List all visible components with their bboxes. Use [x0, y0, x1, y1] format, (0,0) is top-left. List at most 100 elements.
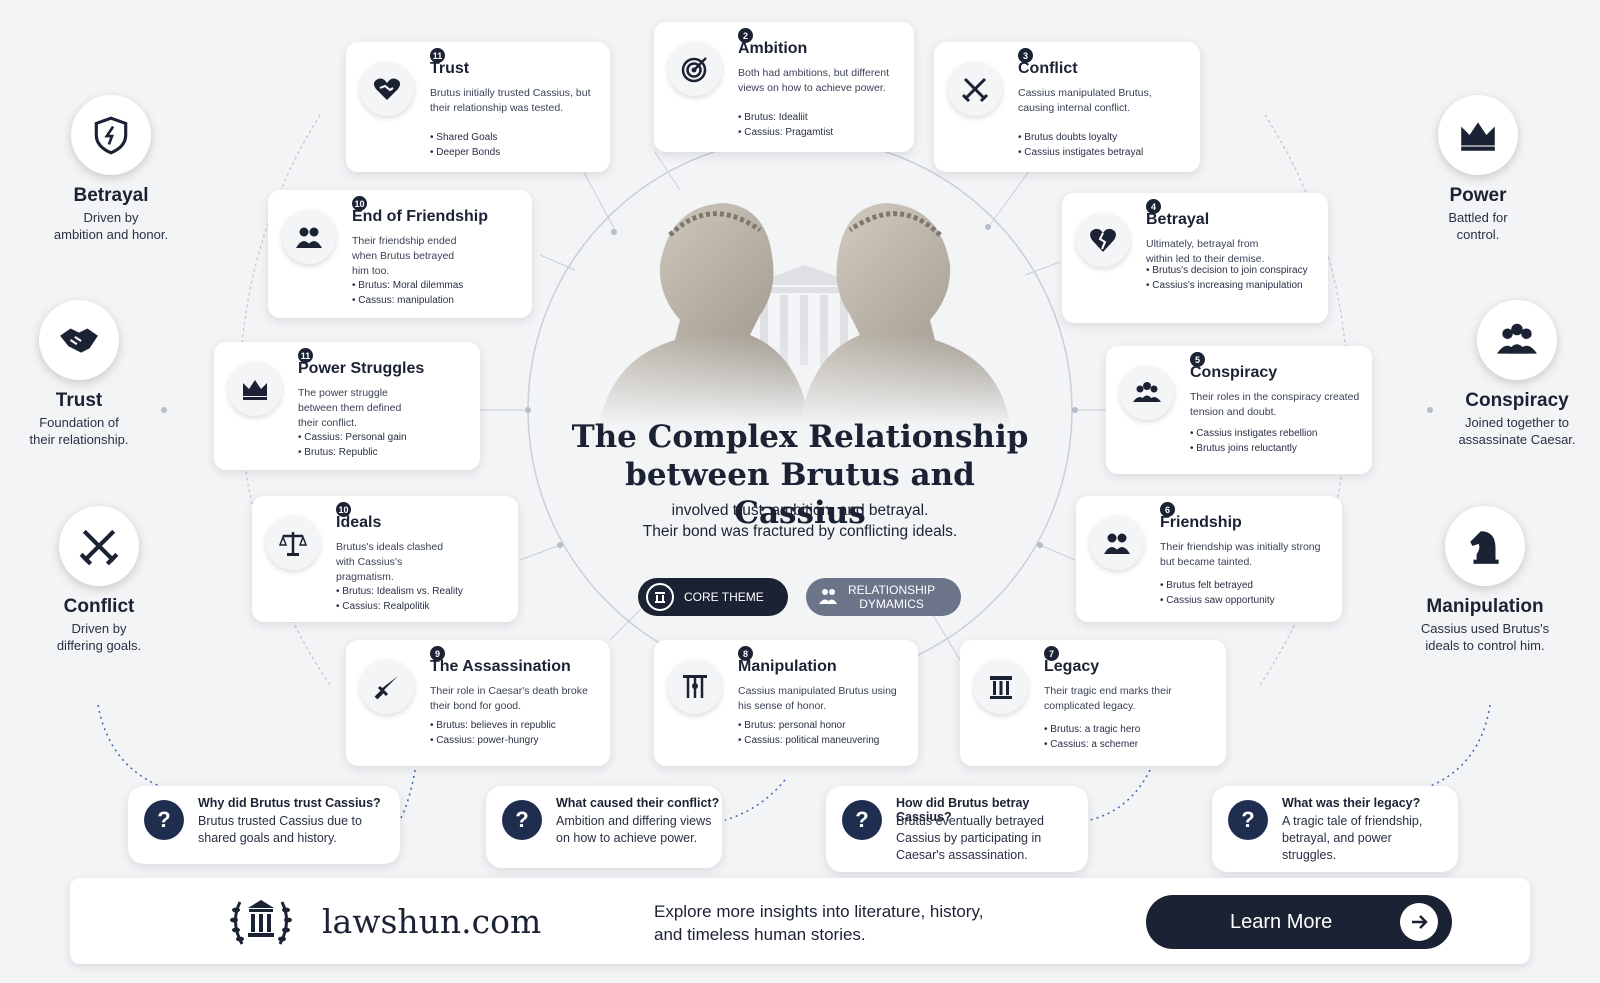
side-trust-line: Foundation of [39, 415, 119, 430]
chess-knight-icon [1445, 506, 1525, 586]
side-manipulation-title: Manipulation [1426, 596, 1544, 617]
side-trust-title: Trust [55, 390, 103, 411]
card-ideals-bullet: Brutus: Idealism vs. Reality [336, 584, 506, 599]
side-conspiracy-title: Conspiracy [1465, 390, 1569, 411]
card-manipulation-bullet: Cassius: political maneuvering [738, 733, 906, 748]
card-conflict[interactable]: 3 Conflict Cassius manipulated Brutus, c… [934, 42, 1200, 172]
faq-betrayal[interactable]: ? How did Brutus betray Cassius? Brutus … [826, 786, 1088, 872]
faq-conflict[interactable]: ? What caused their conflict? Ambition a… [486, 786, 722, 868]
crossed-swords-icon [948, 62, 1002, 116]
faq-conflict-question: What caused their conflict? [556, 796, 720, 810]
card-betrayal[interactable]: 4 Betrayal Ultimately, betrayal from wit… [1062, 193, 1328, 323]
card-end-of-friendship-desc: Their friendship ended when Brutus betra… [352, 235, 457, 277]
people-icon [818, 587, 838, 608]
card-conflict-bullet: Cassius instigates betrayal [1018, 145, 1188, 160]
handshake-heart-icon [360, 62, 414, 116]
column-icon [974, 660, 1028, 714]
card-friendship-bullet: Brutus felt betrayed [1160, 578, 1330, 593]
card-ideals-number: 10 [336, 502, 351, 517]
card-end-of-friendship-bullet: Brutus: Moral dilemmas [352, 278, 520, 293]
card-power-struggles[interactable]: 11 Power Struggles The power struggle be… [214, 342, 480, 470]
card-legacy-title: Legacy [1044, 658, 1100, 675]
card-legacy-desc: Their tragic end marks their complicated… [1044, 685, 1172, 712]
target-icon [668, 42, 722, 96]
question-icon: ? [144, 800, 184, 840]
card-ideals-title: Ideals [336, 514, 382, 531]
card-manipulation[interactable]: 8 Manipulation Cassius manipulated Brutu… [654, 640, 918, 766]
learn-more-button[interactable]: Learn More [1146, 895, 1452, 949]
side-power-line: control. [1456, 227, 1500, 242]
card-trust-title: Trust [430, 60, 470, 77]
shield-icon [71, 95, 151, 175]
card-friendship[interactable]: 6 Friendship Their friendship was initia… [1076, 496, 1342, 622]
card-manipulation-desc: Cassius manipulated Brutus using his sen… [738, 685, 897, 712]
card-trust[interactable]: 11 Trust Brutus initially trusted Cassiu… [346, 42, 610, 172]
card-power-struggles-number: 11 [298, 348, 313, 363]
card-end-of-friendship[interactable]: 10 End of Friendship Their friendship en… [268, 190, 532, 318]
card-betrayal-number: 4 [1146, 199, 1161, 214]
card-legacy-bullet: Brutus: a tragic hero [1044, 722, 1214, 737]
faq-betrayal-answer: Brutus eventually betrayed Cassius by pa… [896, 814, 1045, 862]
card-manipulation-title: Manipulation [738, 658, 837, 675]
card-conspiracy[interactable]: 5 Conspiracy Their roles in the conspira… [1106, 346, 1372, 474]
group-icon [1120, 366, 1174, 420]
group-icon [1477, 300, 1557, 380]
faq-trust[interactable]: ? Why did Brutus trust Cassius? Brutus t… [128, 786, 400, 864]
card-conflict-title: Conflict [1018, 60, 1078, 77]
question-icon: ? [842, 800, 882, 840]
card-conflict-bullet: Brutus doubts loyalty [1018, 130, 1188, 145]
card-end-of-friendship-title: End of Friendship [352, 208, 488, 225]
card-betrayal-title: Betrayal [1146, 211, 1210, 228]
card-conspiracy-bullet: Brutus joins reluctantly [1190, 441, 1360, 456]
question-icon: ? [502, 800, 542, 840]
core-theme-pill[interactable]: CORE THEME [638, 578, 788, 616]
relationship-label: RELATIONSHIP [848, 583, 936, 597]
crossed-swords-icon [59, 506, 139, 586]
handshake-icon [39, 300, 119, 380]
card-ambition-number: 2 [738, 28, 753, 43]
side-power-line: Battled for [1448, 210, 1508, 225]
card-ambition[interactable]: 2 Ambition Both had ambitions, but diffe… [654, 22, 914, 152]
side-conspiracy-line: Joined together to [1464, 415, 1570, 430]
side-conflict-line: Driven by [71, 621, 127, 636]
site-name[interactable]: lawshun.com [322, 902, 542, 941]
side-trust-line: their relationship. [29, 432, 129, 447]
people-icon [282, 210, 336, 264]
card-ambition-bullet: Cassius: Pragamtist [738, 125, 902, 140]
card-power-struggles-desc: The power struggle between them defined … [298, 387, 402, 429]
card-conspiracy-title: Conspiracy [1190, 364, 1278, 381]
side-conflict-line: differing goals. [56, 638, 142, 653]
card-ideals[interactable]: 10 Ideals Brutus's ideals clashed with C… [252, 496, 518, 622]
card-ambition-bullet: Brutus: Idealiit [738, 110, 902, 125]
people-icon [1090, 516, 1144, 570]
card-assassination-bullet: Brutus: believes in republic [430, 718, 598, 733]
dynamics-label: DYMAMICS [859, 597, 924, 611]
card-ambition-desc: Both had ambitions, but different views … [738, 67, 889, 94]
card-friendship-bullet: Cassius saw opportunity [1160, 593, 1330, 608]
card-ideals-bullet: Cassius: Realpolitik [336, 599, 506, 614]
footer-tagline: Explore more insights into literature, h… [654, 902, 984, 944]
card-trust-bullet: Shared Goals [430, 130, 598, 145]
side-betrayal-line: Driven by [83, 210, 139, 225]
dagger-icon [360, 660, 414, 714]
card-conflict-desc: Cassius manipulated Brutus, causing inte… [1018, 87, 1152, 114]
card-assassination-bullet: Cassius: power-hungry [430, 733, 598, 748]
puppet-strings-icon [668, 660, 722, 714]
laurel-column-logo [230, 900, 292, 945]
card-assassination-title: The Assassination [430, 658, 571, 675]
footer-bar: lawshun.com Explore more insights into l… [70, 878, 1530, 964]
faq-legacy[interactable]: ? What was their legacy? A tragic tale o… [1212, 786, 1458, 872]
faq-legacy-answer: A tragic tale of friendship, betrayal, a… [1282, 814, 1423, 862]
faq-trust-question: Why did Brutus trust Cassius? [198, 796, 381, 810]
card-conspiracy-desc: Their roles in the conspiracy created te… [1190, 391, 1360, 418]
card-legacy[interactable]: 7 Legacy Their tragic end marks their co… [960, 640, 1226, 766]
learn-more-label: Learn More [1230, 910, 1333, 933]
faq-legacy-question: What was their legacy? [1282, 796, 1421, 810]
side-manipulation-line: ideals to control him. [1425, 638, 1545, 653]
card-conspiracy-number: 5 [1190, 352, 1205, 367]
card-assassination[interactable]: 9 The Assassination Their role in Caesar… [346, 640, 610, 766]
